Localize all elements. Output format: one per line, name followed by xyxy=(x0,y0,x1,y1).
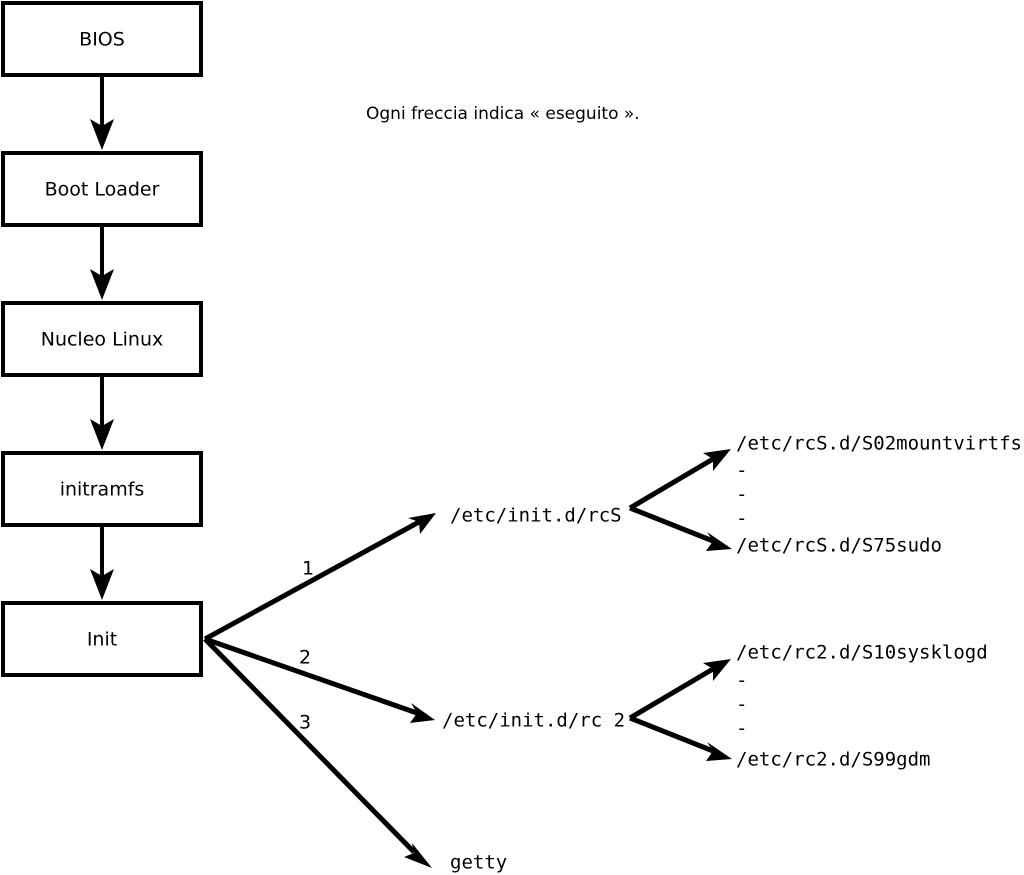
boot-loader-label: Boot Loader xyxy=(45,179,160,201)
branch-2-number: 2 xyxy=(299,647,311,669)
branch-2-arrow xyxy=(204,636,435,723)
initramfs-box[interactable] xyxy=(1,451,203,527)
arrow-kernel-to-initramfs xyxy=(90,377,114,450)
branch-1-number: 1 xyxy=(302,558,314,580)
caption-text: Ogni freccia indica « eseguito ». xyxy=(366,104,640,124)
branch-3-number: 3 xyxy=(299,712,311,734)
arrow-head-icon xyxy=(410,703,435,723)
rcs-ellipsis: - - - xyxy=(736,460,747,530)
rcs-first-label[interactable]: /etc/rcS.d/S02mountvirtfs xyxy=(736,433,1022,455)
rc2-ellipsis-dash-3: - xyxy=(736,718,747,740)
rc2-to-first-arrow xyxy=(628,659,731,721)
rcs-ellipsis-dash-1: - xyxy=(736,460,747,482)
arrow-head-icon xyxy=(90,569,114,600)
bios-box[interactable] xyxy=(1,1,203,77)
rc2-ellipsis-dash-1: - xyxy=(736,670,747,692)
bios-label: BIOS xyxy=(79,29,125,51)
arrow-head-icon xyxy=(703,449,731,471)
arrow-head-icon xyxy=(706,532,732,551)
getty-label[interactable]: getty xyxy=(450,852,507,874)
initramfs-label: initramfs xyxy=(60,479,145,501)
arrow-head-icon xyxy=(90,419,114,450)
node-initramfs[interactable]: initramfs xyxy=(1,451,203,527)
rcs-ellipsis-dash-2: - xyxy=(736,484,747,506)
node-boot-loader[interactable]: Boot Loader xyxy=(1,151,203,227)
rcs-to-last-arrow xyxy=(629,505,732,551)
branch-3-arrow xyxy=(203,637,432,868)
node-bios[interactable]: BIOS xyxy=(1,1,203,77)
kernel-box[interactable] xyxy=(1,301,203,377)
arrow-initramfs-to-init xyxy=(90,527,114,600)
arrow-boot-loader-to-kernel xyxy=(90,227,114,300)
arrow-bios-to-boot-loader xyxy=(90,77,114,150)
rc2-source-label[interactable]: /etc/init.d/rc 2 xyxy=(442,710,625,732)
arrow-head-icon xyxy=(703,659,731,681)
rcs-ellipsis-dash-3: - xyxy=(736,508,747,530)
init-label: Init xyxy=(87,629,117,651)
node-kernel[interactable]: Nucleo Linux xyxy=(1,301,203,377)
rcs-last-label[interactable]: /etc/rcS.d/S75sudo xyxy=(736,535,942,557)
init-box[interactable] xyxy=(1,601,203,677)
rcs-to-first-arrow xyxy=(628,449,731,511)
arrow-head-icon xyxy=(408,513,436,534)
rcs-source-label[interactable]: /etc/init.d/rcS xyxy=(450,505,622,527)
rc2-ellipsis: - - - xyxy=(736,670,747,740)
arrow-head-icon xyxy=(404,843,432,868)
rc2-ellipsis-dash-2: - xyxy=(736,694,747,716)
rc2-last-label[interactable]: /etc/rc2.d/S99gdm xyxy=(736,749,930,771)
rc2-to-last-arrow xyxy=(629,715,732,761)
arrow-head-icon xyxy=(90,119,114,150)
node-init[interactable]: Init xyxy=(1,601,203,677)
arrow-head-icon xyxy=(706,742,732,761)
branch-1-arrow xyxy=(203,513,436,642)
kernel-label: Nucleo Linux xyxy=(41,329,164,351)
boot-loader-box[interactable] xyxy=(1,151,203,227)
rc2-first-label[interactable]: /etc/rc2.d/S10sysklogd xyxy=(736,642,988,664)
arrow-head-icon xyxy=(90,269,114,300)
